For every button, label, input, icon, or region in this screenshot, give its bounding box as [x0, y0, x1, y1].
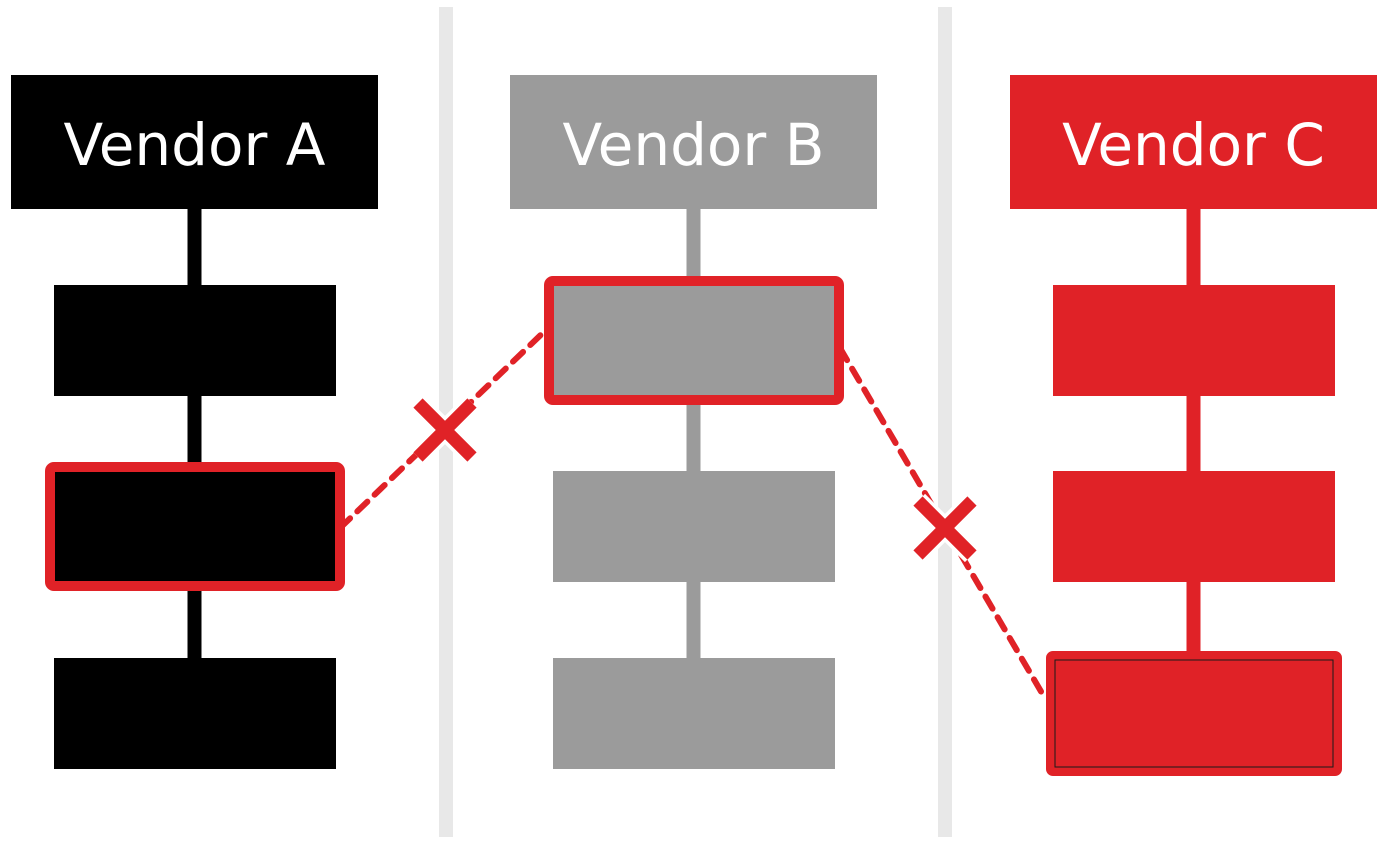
- vendor-step: [54, 658, 336, 769]
- vendor-header: [1010, 75, 1377, 209]
- vendor-column-b: Vendor B: [510, 75, 877, 769]
- vendor-step-highlighted: [544, 276, 844, 405]
- vendor-header: [11, 75, 378, 209]
- vendor-connector-line: [1186, 209, 1201, 714]
- vendor-header-label: Vendor A: [64, 111, 326, 179]
- vendor-header-label: Vendor C: [1062, 111, 1325, 179]
- vendor-header: [510, 75, 877, 209]
- vendor-connector-line: [187, 209, 202, 714]
- vendor-step: [553, 471, 835, 582]
- vendor-columns: Vendor A Vendor B Vendor C: [11, 75, 1377, 776]
- vendor-column-a: Vendor A: [11, 75, 378, 769]
- vendor-step: [1053, 285, 1335, 396]
- broken-link-x-icon: [910, 493, 980, 563]
- vendor-step: [553, 658, 835, 769]
- vendor-step: [1053, 471, 1335, 582]
- column-divider: [938, 7, 952, 837]
- vendor-header-label: Vendor B: [563, 111, 825, 179]
- vendor-column-c: Vendor C: [1010, 75, 1377, 776]
- vendor-step-inner-outline: [1054, 659, 1334, 768]
- vendor-step-highlighted: [45, 462, 345, 591]
- vendor-step-highlighted: [1046, 651, 1342, 776]
- vendor-connections: [337, 323, 1049, 703]
- vendor-step: [54, 285, 336, 396]
- broken-link-x-icon: [410, 395, 480, 465]
